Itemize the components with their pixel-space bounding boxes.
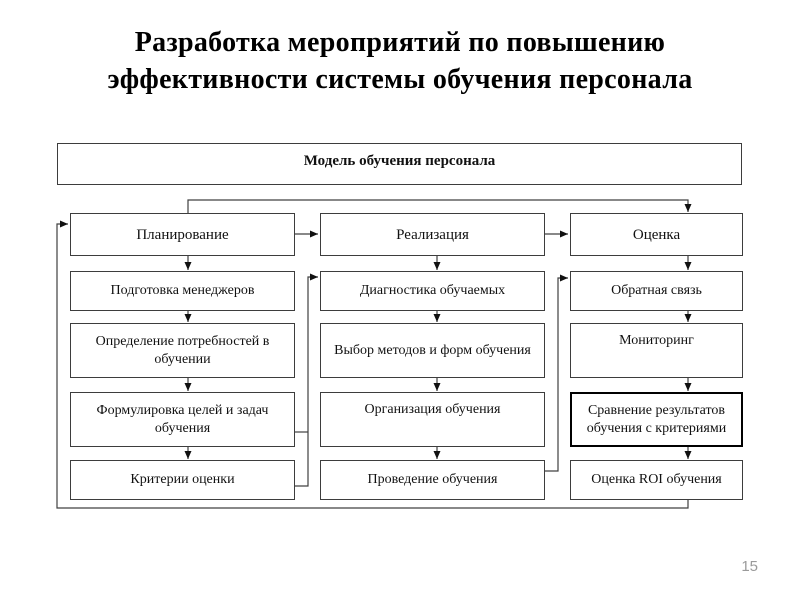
node-results-comparison: Сравнение результатов обучения с критери… <box>570 392 743 447</box>
node-planning: Планирование <box>70 213 295 256</box>
node-goals-and-objectives-label: Формулировка целей и задач обучения <box>96 402 269 436</box>
slide-title: Разработка мероприятий по повышению эффе… <box>0 24 800 98</box>
node-roi-evaluation: Оценка ROI обучения <box>570 460 743 500</box>
node-realization: Реализация <box>320 213 545 256</box>
node-training-needs-label: Определение потребностей в обучении <box>95 333 270 367</box>
node-feedback: Обратная связь <box>570 271 743 311</box>
node-manager-preparation: Подготовка менеджеров <box>70 271 295 311</box>
root-to-columns-connector <box>187 199 692 213</box>
node-training-delivery: Проведение обучения <box>320 460 545 500</box>
node-evaluation-criteria-label: Критерии оценки <box>130 472 235 487</box>
node-monitoring-label: Мониторинг <box>619 333 694 348</box>
node-feedback-label: Обратная связь <box>611 283 702 298</box>
node-results-comparison-label: Сравнение результатов обучения с критери… <box>586 402 727 436</box>
node-roi-evaluation-label: Оценка ROI обучения <box>591 472 722 487</box>
page-number: 15 <box>741 558 758 575</box>
node-methods-and-forms-label: Выбор методов и форм обучения <box>334 342 531 358</box>
node-evaluation: Оценка <box>570 213 743 256</box>
node-planning-label: Планирование <box>136 226 229 243</box>
node-trainee-diagnostics-label: Диагностика обучаемых <box>359 283 506 298</box>
elbow-training-to-feedback <box>545 274 568 472</box>
node-training-organization-label: Организация обучения <box>364 402 501 417</box>
node-goals-and-objectives: Формулировка целей и задач обучения <box>70 392 295 447</box>
node-training-model: Модель обучения персонала <box>57 143 742 185</box>
slide-title-line-2: эффективности системы обучения персонала <box>107 64 693 95</box>
node-realization-label: Реализация <box>396 226 469 243</box>
node-trainee-diagnostics: Диагностика обучаемых <box>320 271 545 311</box>
node-training-organization: Организация обучения <box>320 392 545 447</box>
slide-title-line-1: Разработка мероприятий по повышению <box>134 27 666 58</box>
node-evaluation-label: Оценка <box>632 226 681 243</box>
elbow-criteria-to-diagnostics <box>295 273 318 487</box>
node-training-model-label: Модель обучения персонала <box>303 153 496 169</box>
node-evaluation-criteria: Критерии оценки <box>70 460 295 500</box>
node-training-delivery-label: Проведение обучения <box>367 472 498 487</box>
node-manager-preparation-label: Подготовка менеджеров <box>110 283 255 298</box>
node-training-needs: Определение потребностей в обучении <box>70 323 295 378</box>
node-methods-and-forms: Выбор методов и форм обучения <box>320 323 545 378</box>
node-monitoring: Мониторинг <box>570 323 743 378</box>
